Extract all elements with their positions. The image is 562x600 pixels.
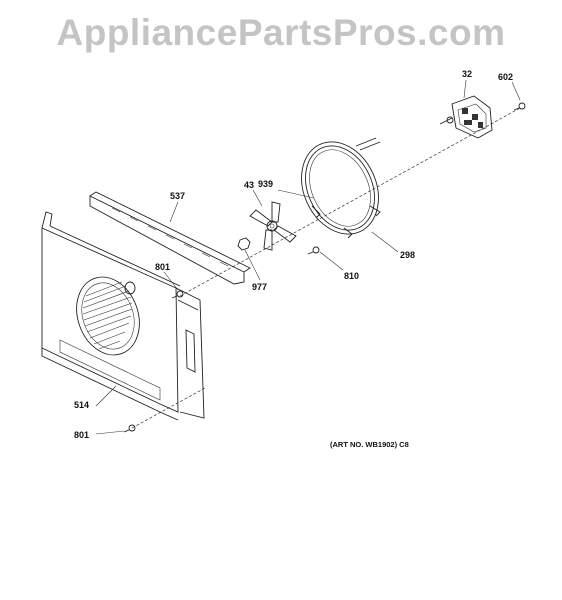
- callout-43: 43: [244, 180, 254, 190]
- callout-32: 32: [462, 69, 472, 79]
- screw-801-lower[interactable]: [123, 424, 136, 433]
- callout-602: 602: [498, 72, 513, 82]
- watermark-title: AppliancePartsPros.com: [56, 12, 506, 53]
- callout-977: 977: [252, 282, 267, 292]
- callout-801-lower: 801: [74, 430, 89, 440]
- screw-801-upper[interactable]: [171, 290, 184, 299]
- screw-602[interactable]: [513, 102, 526, 111]
- callout-939: 939: [258, 179, 273, 189]
- motor-assembly[interactable]: [439, 95, 493, 139]
- callout-298: 298: [400, 250, 415, 260]
- callout-537: 537: [170, 191, 185, 201]
- callout-801-upper: 801: [155, 262, 170, 272]
- leader-lines: [95, 79, 521, 435]
- fan-cover-panel[interactable]: [41, 211, 205, 421]
- nut[interactable]: [237, 237, 251, 251]
- callout-810: 810: [344, 271, 359, 281]
- bracket[interactable]: [89, 191, 251, 285]
- art-number: (ART NO. WB1902) C8: [330, 440, 409, 449]
- convection-element[interactable]: [287, 129, 393, 246]
- callout-514: 514: [74, 400, 89, 410]
- assembly-axis-line: [179, 107, 521, 297]
- screw-810[interactable]: [307, 246, 320, 255]
- fan-blade[interactable]: [249, 201, 297, 251]
